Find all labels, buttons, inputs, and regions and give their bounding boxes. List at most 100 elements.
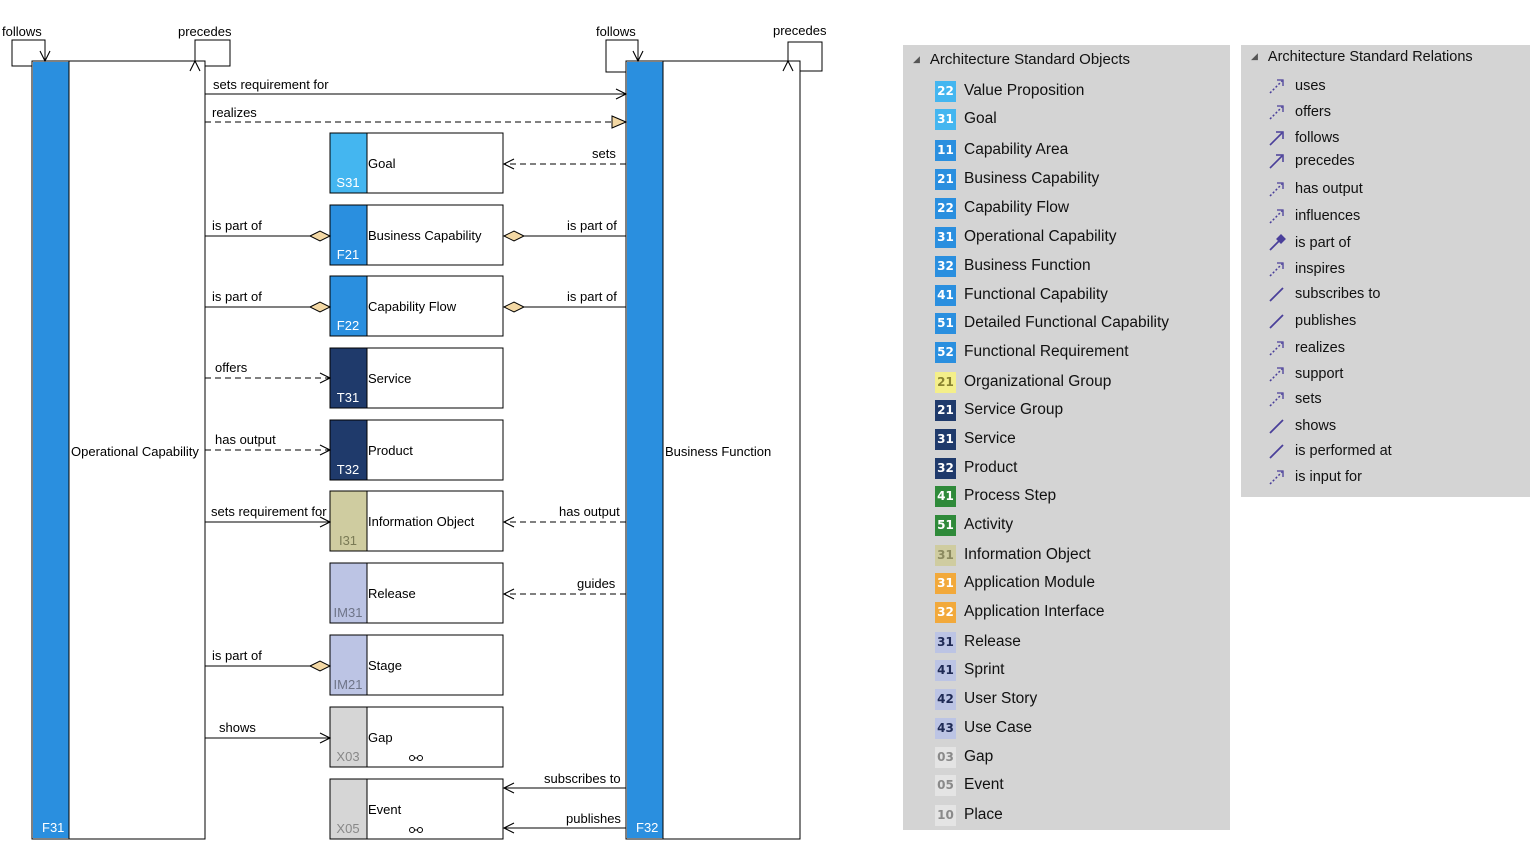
relation-item-precedes[interactable]: precedes <box>1267 151 1355 171</box>
object-label: Service Group <box>964 401 1064 418</box>
self-relation-right[interactable]: follows precedes <box>596 23 827 73</box>
objects-panel-header[interactable]: ◢Architecture Standard Objects <box>913 51 1130 68</box>
relation-label: publishes <box>566 811 621 826</box>
relation-item-subscribes-to[interactable]: subscribes to <box>1267 284 1380 304</box>
relation-is-part-of[interactable]: is part of <box>502 218 626 242</box>
relation-label: is part of <box>212 289 262 304</box>
relation-publishes[interactable]: publishes <box>504 811 626 828</box>
relation-subscribes-to[interactable]: subscribes to <box>504 771 626 788</box>
relation-sets[interactable]: sets <box>504 146 626 164</box>
relation-item-is-part-of[interactable]: is part of <box>1267 233 1351 253</box>
relation-item-label: shows <box>1295 418 1337 434</box>
relation-label: is part of <box>212 218 262 233</box>
box-color-bar <box>330 420 367 480</box>
relation-label: offers <box>215 360 248 375</box>
element-operational-capability[interactable]: Operational Capability F31 <box>31 60 206 840</box>
relation-item-has-output[interactable]: has output <box>1267 179 1363 199</box>
relation-item-is-performed-at[interactable]: is performed at <box>1267 441 1392 461</box>
object-label: Operational Capability <box>964 228 1117 245</box>
relation-label: has output <box>559 504 620 519</box>
relation-item-support[interactable]: support <box>1267 364 1343 384</box>
object-label: Product <box>964 459 1018 476</box>
box-code: F21 <box>337 247 359 262</box>
relation-offers[interactable]: offers <box>205 360 330 378</box>
relation-shows[interactable]: shows <box>205 720 330 738</box>
relation-is-part-of[interactable]: is part of <box>205 289 332 313</box>
box-label: Service <box>368 371 411 386</box>
relation-guides[interactable]: guides <box>504 576 626 594</box>
relation-item-inspires[interactable]: inspires <box>1267 259 1345 279</box>
relation-item-offers[interactable]: offers <box>1267 102 1331 122</box>
relation-sets-requirement-for[interactable]: sets requirement for <box>205 77 626 94</box>
element-color-bar <box>33 62 69 838</box>
relation-is-part-of[interactable]: is part of <box>205 648 332 672</box>
element-label: Operational Capability <box>71 444 199 459</box>
relation-sets-requirement-for[interactable]: sets requirement for <box>205 504 330 522</box>
self-relation-left[interactable]: follows precedes <box>2 24 232 66</box>
relation-item-realizes[interactable]: realizes <box>1267 338 1345 358</box>
relation-item-is-input-for[interactable]: is input for <box>1267 467 1362 487</box>
box-color-bar <box>330 779 367 839</box>
object-type-badge: 05 <box>935 774 956 796</box>
box-label: Stage <box>368 658 402 673</box>
relation-is-part-of[interactable]: is part of <box>205 218 332 242</box>
relation-item-publishes[interactable]: publishes <box>1267 311 1356 331</box>
relation-item-influences[interactable]: influences <box>1267 206 1360 226</box>
relation-realizes[interactable]: realizes <box>205 105 626 122</box>
relation-item-label: support <box>1295 366 1344 382</box>
relation-item-follows[interactable]: follows <box>1267 128 1339 148</box>
collapse-triangle-icon[interactable]: ◢ <box>1251 51 1258 61</box>
relation-has-output[interactable]: has output <box>504 504 626 522</box>
object-label: Release <box>964 633 1021 650</box>
relation-is-part-of[interactable]: is part of <box>502 289 626 313</box>
object-type-badge: 43 <box>935 717 956 739</box>
element-business-function[interactable]: Business Function F32 <box>625 60 801 840</box>
relations-panel-header[interactable]: ◢Architecture Standard Relations <box>1251 49 1473 65</box>
object-type-badge: 31 <box>935 631 956 653</box>
aggregation-diamond <box>308 230 332 242</box>
relation-item-sets[interactable]: sets <box>1267 389 1322 409</box>
element-code: F31 <box>42 820 64 835</box>
collapse-triangle-icon[interactable]: ◢ <box>913 54 920 64</box>
link-icon <box>409 755 423 761</box>
object-item-release[interactable]: 31 Release <box>935 631 1021 653</box>
relation-item-uses[interactable]: uses <box>1267 76 1326 96</box>
relation-has-output[interactable]: has output <box>205 432 330 450</box>
relation-item-shows[interactable]: shows <box>1267 416 1336 436</box>
